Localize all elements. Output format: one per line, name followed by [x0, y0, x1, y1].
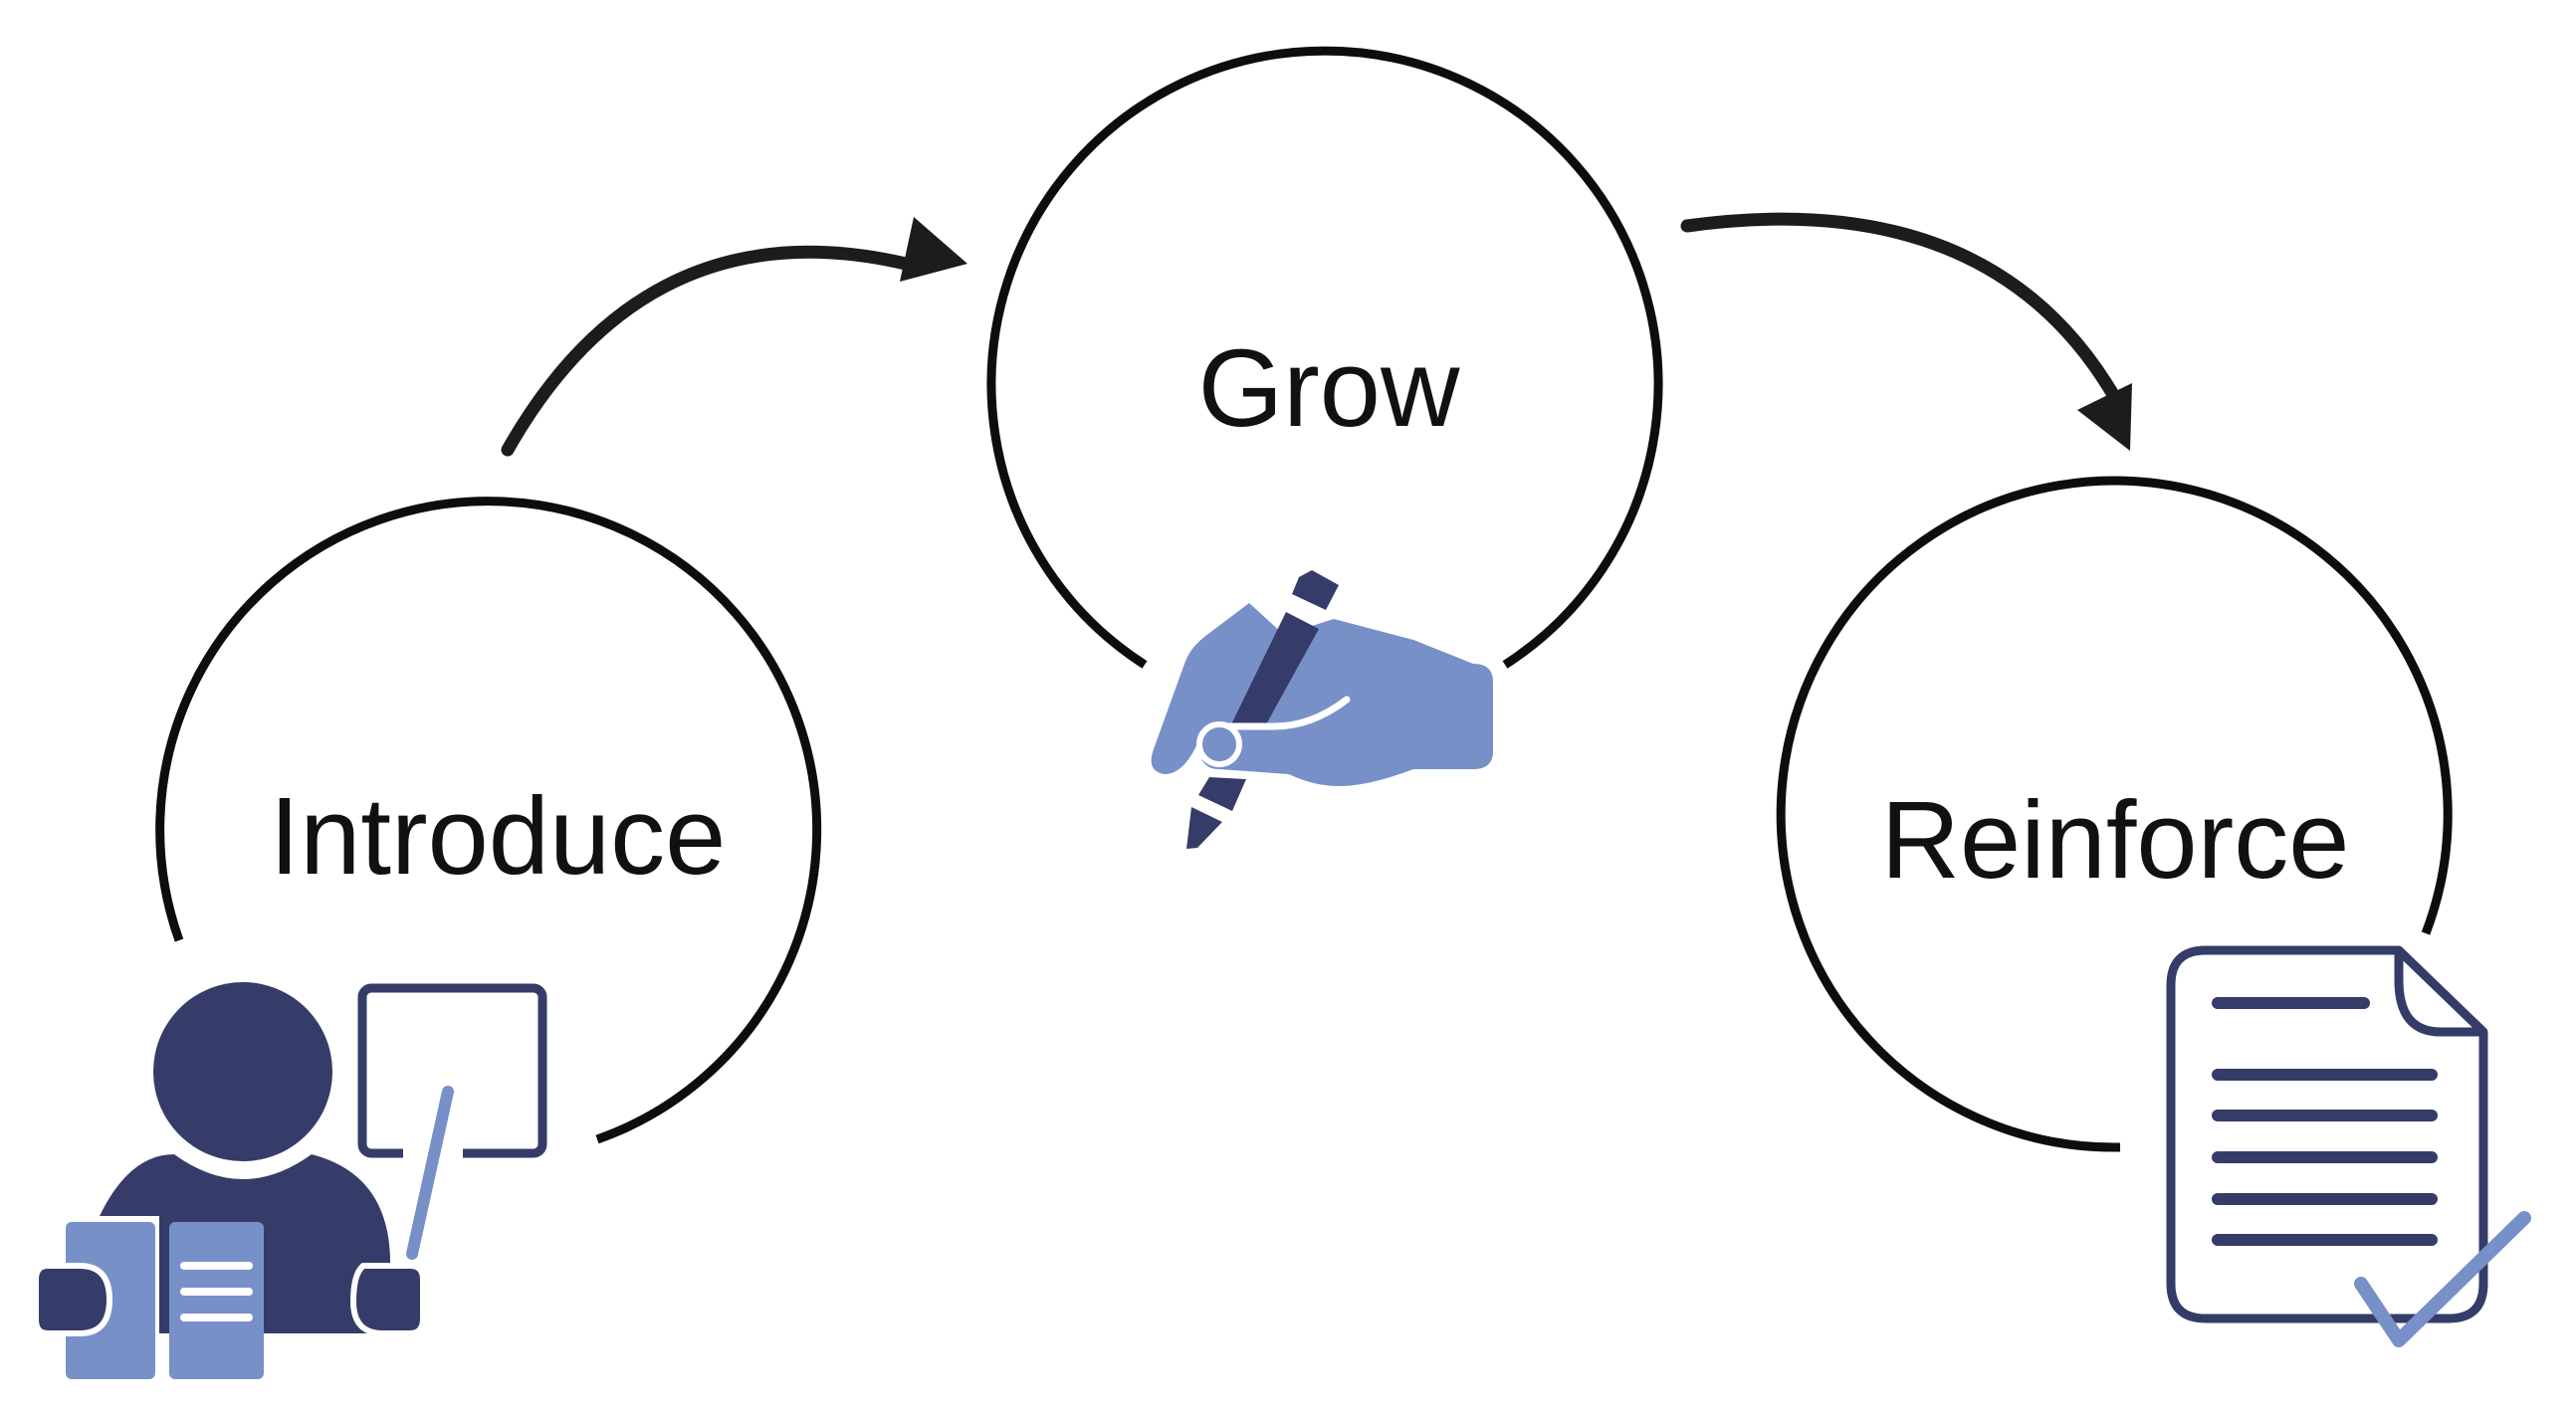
- stage-label-introduce: Introduce: [270, 775, 727, 898]
- stage-label-reinforce: Reinforce: [1881, 779, 2350, 902]
- arrow-introduce-to-grow: [501, 217, 967, 457]
- reinforce-circle: [1776, 476, 2453, 1152]
- arrow-grow-to-reinforce: [1680, 212, 2132, 451]
- grow-circle: [986, 46, 1663, 669]
- document-checkmark-icon: [2166, 945, 2531, 1347]
- hand-writing-icon: [1151, 570, 1493, 849]
- introduce-circle: [155, 497, 822, 1144]
- teacher-presenting-icon: [33, 982, 547, 1379]
- stage-label-grow: Grow: [1198, 327, 1460, 450]
